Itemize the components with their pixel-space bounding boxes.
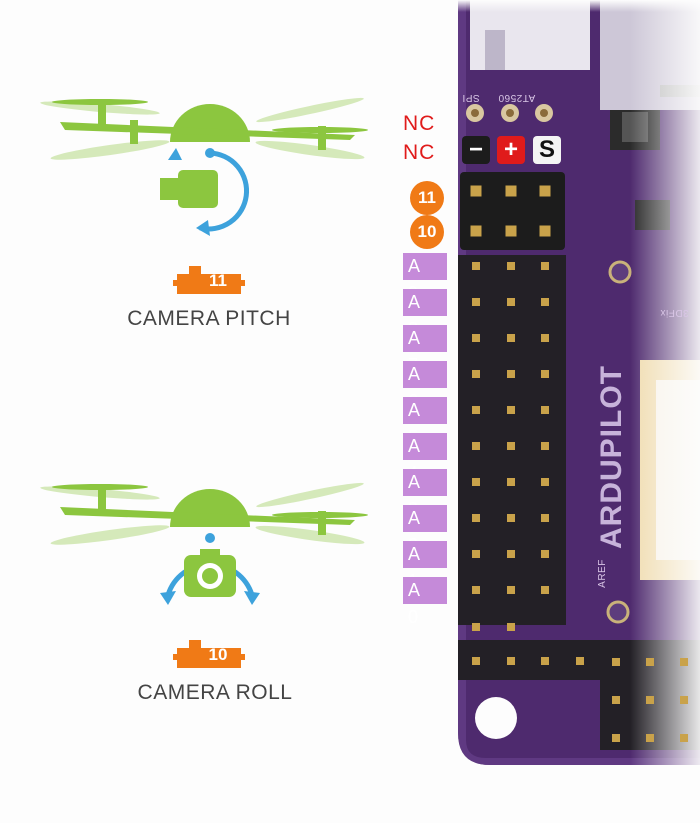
header-pin	[507, 550, 515, 558]
camera-icon	[178, 170, 218, 208]
header-pin	[505, 185, 517, 197]
header-pin	[541, 586, 549, 594]
header-pin	[507, 442, 515, 450]
header-pin	[541, 370, 549, 378]
header-pin	[507, 514, 515, 522]
analog-pin-label: A 7	[403, 325, 447, 375]
header-pin	[507, 478, 515, 486]
camera-roll-label: CAMERA ROLL	[137, 681, 293, 704]
header-pin	[612, 658, 620, 666]
header-pin	[472, 657, 480, 665]
header-pin	[612, 696, 620, 704]
header-pin	[646, 734, 654, 742]
header-pin	[507, 262, 515, 270]
header-pin	[507, 657, 515, 665]
header-pin	[472, 550, 480, 558]
analog-pin-label: A 5	[403, 397, 447, 447]
header-pin	[507, 370, 515, 378]
plus-legend: +	[497, 136, 525, 164]
nc-label-bottom: NC	[403, 141, 436, 164]
pitch-drone-illustration	[40, 97, 368, 236]
servo-number-roll: 10	[208, 645, 228, 664]
header-pin	[507, 623, 515, 631]
analog-pin-label: A 2	[403, 505, 447, 555]
pitch-arrow-icon	[199, 150, 249, 232]
header-pin	[539, 225, 551, 237]
servo-number-pitch: 11	[209, 271, 227, 290]
analog-pin-label: A 1	[403, 541, 447, 591]
roll-drone-illustration	[40, 482, 368, 605]
header-pin	[472, 370, 480, 378]
spi-label: SPI	[462, 92, 480, 103]
analog-pin-label: A 4	[403, 433, 447, 483]
header-pin	[541, 406, 549, 414]
analog-pin-label: A 9	[403, 253, 447, 303]
header-pin	[472, 442, 480, 450]
header-pin	[507, 586, 515, 594]
header-pin	[472, 623, 480, 631]
nc-label-top: NC	[403, 112, 436, 135]
header-pin	[541, 514, 549, 522]
header-pin	[680, 658, 688, 666]
header-pin	[646, 696, 654, 704]
header-pin	[541, 334, 549, 342]
header-pin	[646, 658, 654, 666]
analog-pin-label: A 3	[403, 469, 447, 519]
header-pin	[472, 478, 480, 486]
header-pin	[507, 334, 515, 342]
analog-pin-label: A 6	[403, 361, 447, 411]
analog-pin-label: A 8	[403, 289, 447, 339]
header-pin	[541, 298, 549, 306]
signal-legend: S	[533, 136, 561, 164]
header-pin	[470, 185, 482, 197]
channel-badge-10: 10	[410, 215, 444, 249]
header-pin	[472, 334, 480, 342]
header-pin	[541, 262, 549, 270]
header-pin	[612, 734, 620, 742]
header-pin	[680, 696, 688, 704]
aref-label: AREF	[596, 559, 608, 588]
header-pin	[505, 225, 517, 237]
header-pin	[472, 298, 480, 306]
header-pin	[541, 442, 549, 450]
3dfix-label: 3DFix	[660, 307, 689, 318]
header-pin	[576, 657, 584, 665]
servo-icon-roll	[173, 640, 245, 668]
at2560-label: AT2560	[498, 92, 536, 103]
analog-pin-label: A 0	[403, 577, 447, 627]
header-pin	[472, 262, 480, 270]
header-pin	[539, 185, 551, 197]
minus-legend: −	[462, 136, 490, 164]
channel-badge-11: 11	[410, 181, 444, 215]
servo-icon-pitch	[173, 266, 245, 294]
ardupilot-brand: ARDUPILOT	[595, 365, 628, 549]
header-pin	[680, 734, 688, 742]
header-pin	[472, 586, 480, 594]
header-pin	[541, 550, 549, 558]
header-pin	[470, 225, 482, 237]
header-pin	[541, 657, 549, 665]
camera-pitch-label: CAMERA PITCH	[127, 307, 291, 330]
header-pin	[507, 406, 515, 414]
header-pin	[472, 406, 480, 414]
header-pin	[507, 298, 515, 306]
header-pin	[472, 514, 480, 522]
header-pin	[541, 478, 549, 486]
